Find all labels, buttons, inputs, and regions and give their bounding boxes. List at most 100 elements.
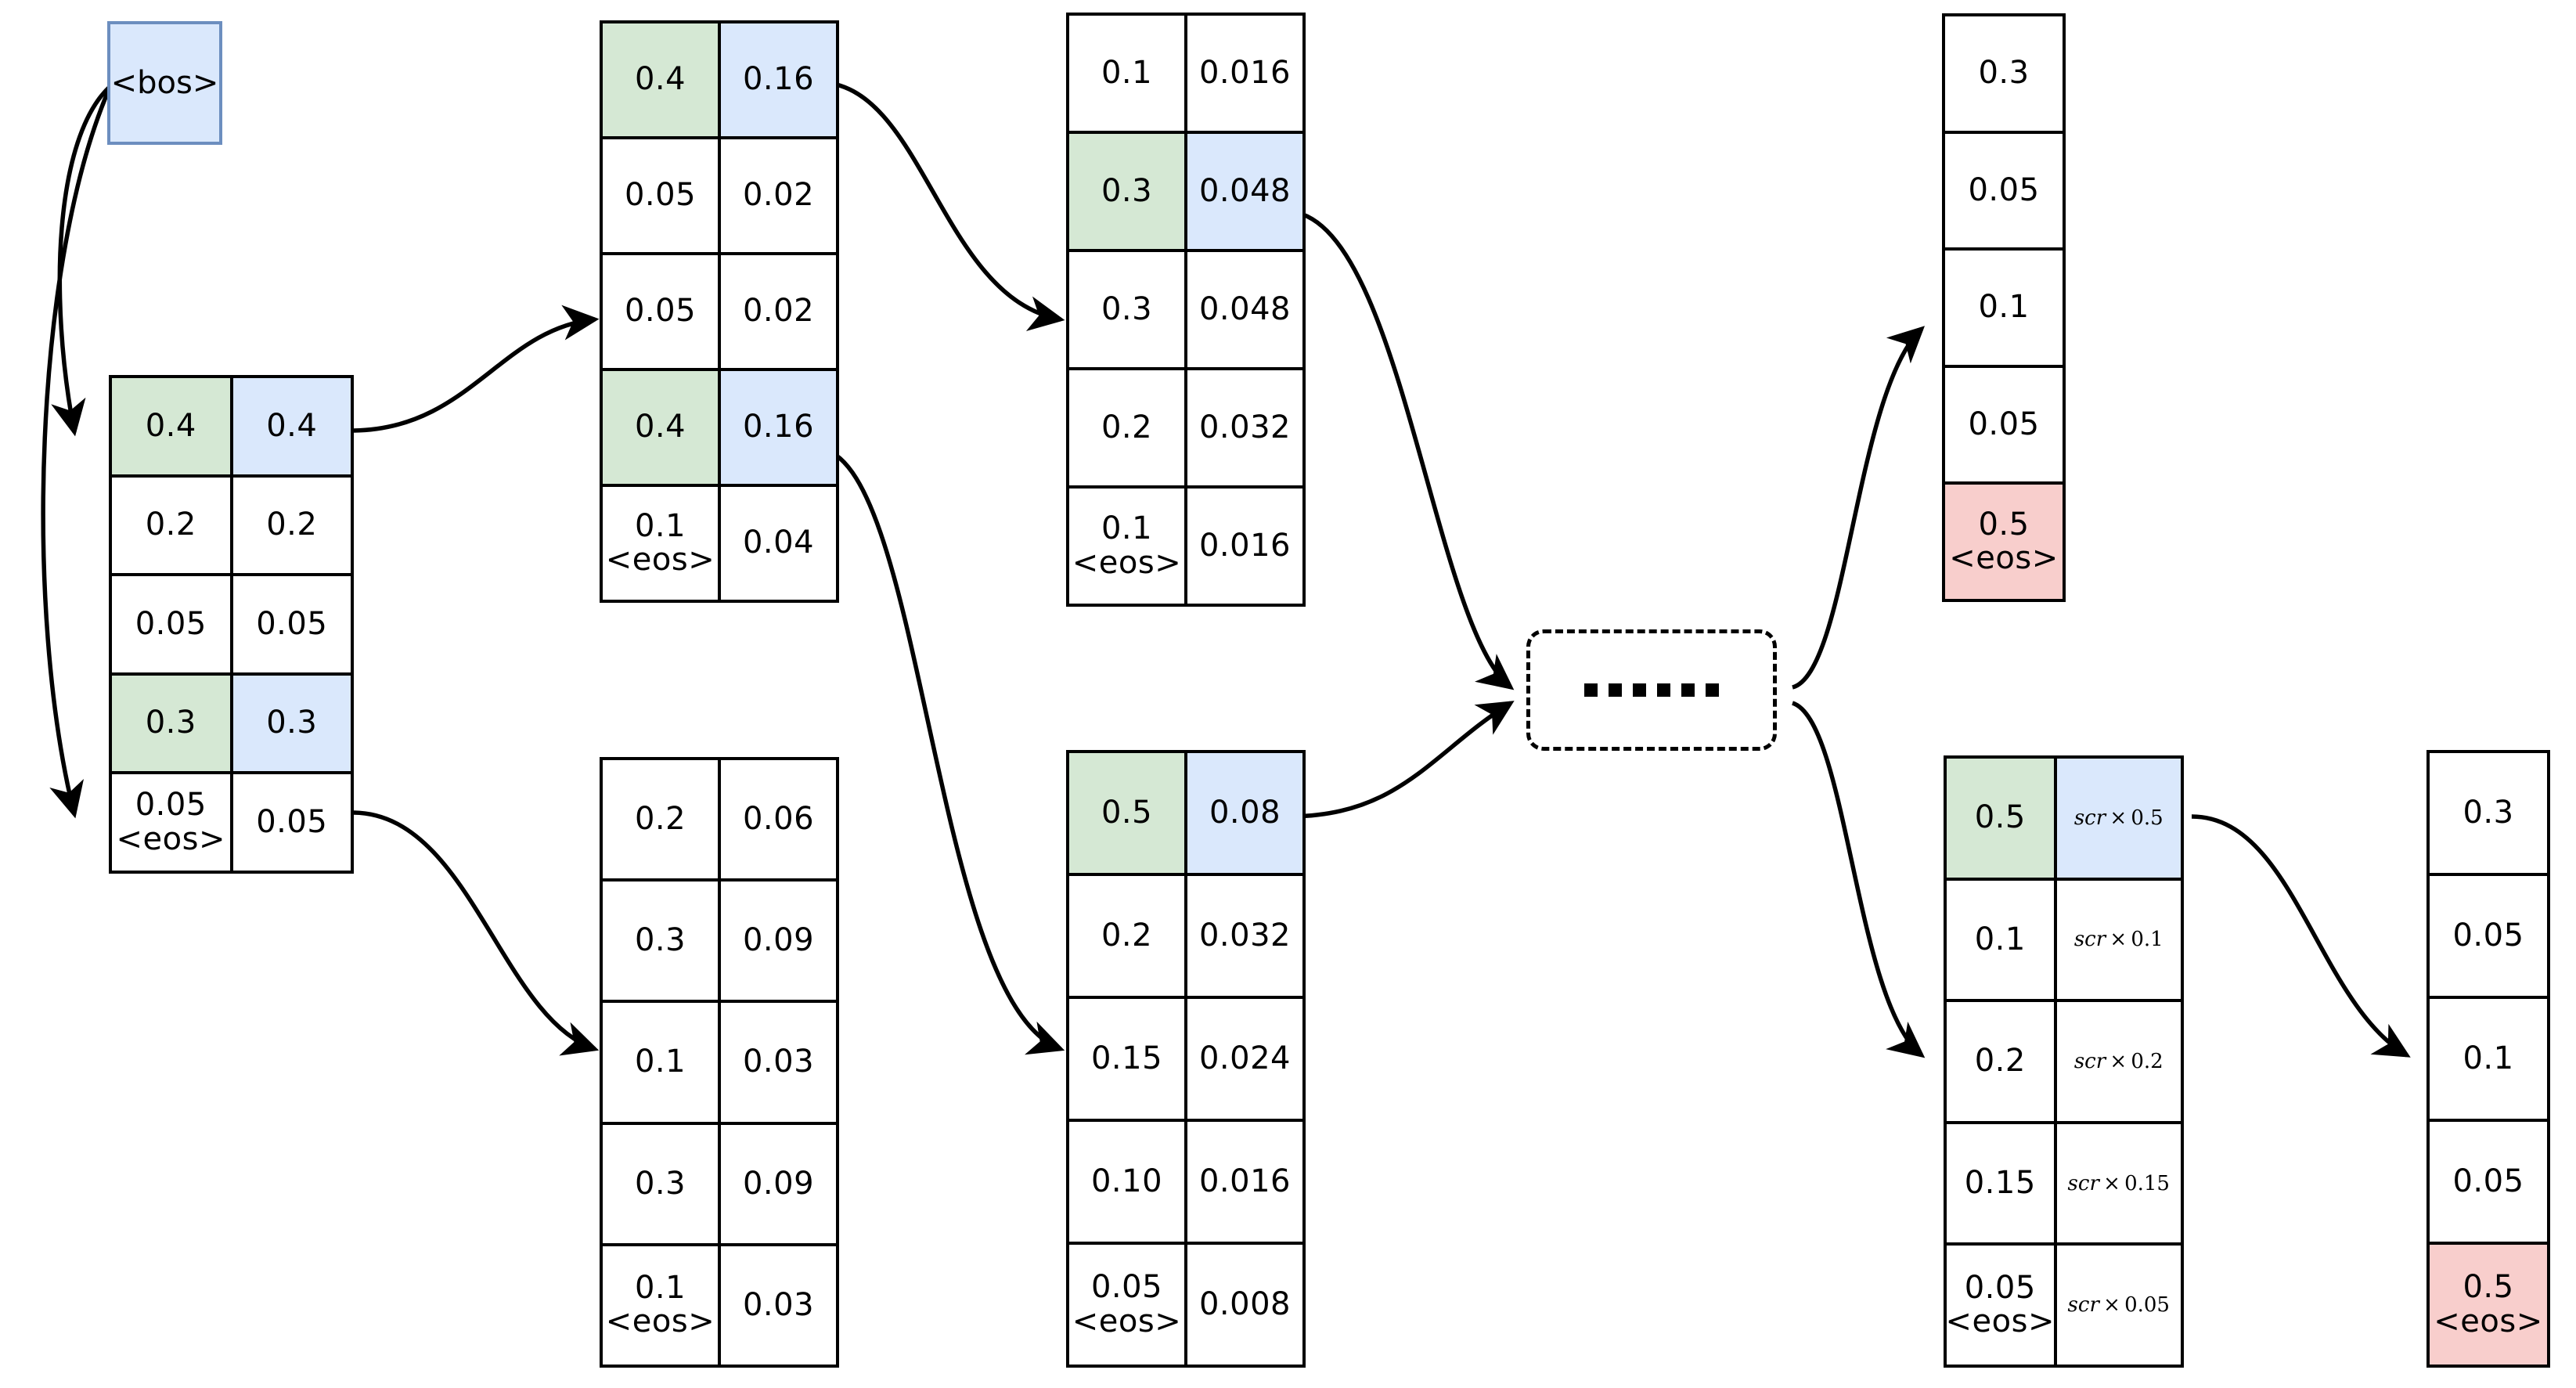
cell-probability[interactable]: 0.1 [2430,999,2547,1119]
table-row[interactable]: 0.05 [2430,876,2547,999]
cell-probability[interactable]: 0.1 [1945,251,2063,365]
cell-probability[interactable]: 0.3 [1945,16,2063,131]
cell-probability-eos[interactable]: 0.5<eos> [2430,1245,2547,1365]
cell-probability[interactable]: 0.4 [603,23,721,136]
table-row[interactable]: 0.1<eos>0.03 [603,1246,836,1365]
cell-score[interactable]: 0.03 [721,1003,836,1121]
cell-score[interactable]: 0.032 [1187,876,1302,996]
table-row[interactable]: 0.05 [1945,134,2063,251]
cell-scaled-score[interactable]: scr × 0.1 [2057,881,2181,1000]
cell-probability[interactable]: 0.05 [1945,134,2063,248]
cell-probability[interactable]: 0.4 [112,378,233,474]
cell-probability[interactable]: 0.1 [1947,880,2057,1000]
cell-probability-eos[interactable]: 0.05<eos> [1947,1246,2057,1365]
cell-probability[interactable]: 0.3 [1069,134,1187,249]
cell-score[interactable]: 0.008 [1187,1245,1302,1365]
cell-probability[interactable]: 0.05 [603,255,721,368]
table-row[interactable]: 0.3 [1945,16,2063,134]
cell-score[interactable]: 0.03 [721,1246,836,1365]
cell-probability[interactable]: 0.1 [1069,16,1187,131]
ellipsis-node[interactable] [1526,629,1777,751]
cell-probability[interactable]: 0.3 [603,1124,721,1243]
cell-score[interactable]: 0.16 [721,371,836,484]
cell-probability-eos[interactable]: 0.5<eos> [1945,485,2063,599]
cell-probability[interactable]: 0.05 [603,139,721,252]
table-row[interactable]: 0.05 [2430,1122,2547,1245]
table-row[interactable]: 0.05 [1945,368,2063,485]
cell-probability-eos[interactable]: 0.1<eos> [1069,489,1187,604]
cell-scaled-score[interactable]: scr × 0.2 [2057,1002,2181,1121]
table-row[interactable]: 0.05<eos>0.05 [112,774,351,871]
table-row[interactable]: 0.1<eos>0.016 [1069,489,1302,604]
cell-probability[interactable]: 0.5 [1069,753,1187,873]
cell-score[interactable]: 0.048 [1187,252,1302,367]
cell-probability[interactable]: 0.05 [2430,1122,2547,1242]
cell-probability-eos[interactable]: 0.1<eos> [603,1246,721,1365]
cell-scaled-score[interactable]: scr × 0.15 [2057,1124,2181,1243]
cell-probability[interactable]: 0.2 [112,477,233,574]
bos-node[interactable]: <bos> [107,21,222,145]
table-row[interactable]: 0.3 [2430,753,2547,876]
cell-score[interactable]: 0.06 [721,760,836,878]
cell-probability-eos[interactable]: 0.05<eos> [1069,1245,1187,1365]
cell-score[interactable]: 0.4 [232,378,351,474]
table-row[interactable]: 0.5<eos> [2430,1245,2547,1365]
table-row[interactable]: 0.05<eos>0.008 [1069,1245,1302,1365]
cell-score[interactable]: 0.08 [1187,753,1302,873]
cell-score[interactable]: 0.016 [1187,16,1302,131]
cell-probability[interactable]: 0.05 [112,576,233,672]
cell-score[interactable]: 0.02 [721,139,836,252]
cell-probability[interactable]: 0.2 [1947,1002,2057,1121]
cell-score[interactable]: 0.048 [1187,134,1302,249]
table-row[interactable]: 0.1 [2430,999,2547,1122]
table-row[interactable]: 0.05<eos>scr × 0.05 [1947,1246,2181,1365]
cell-score[interactable]: 0.05 [233,576,351,672]
cell-probability[interactable]: 0.3 [2430,753,2547,873]
cell-probability[interactable]: 0.1 [603,1003,721,1122]
cell-probability[interactable]: 0.05 [2430,876,2547,996]
cell-probability-eos[interactable]: 0.05<eos> [112,774,233,871]
cell-score[interactable]: 0.2 [233,478,351,574]
cell-probability[interactable]: 0.3 [1069,252,1187,367]
cell-score[interactable]: 0.02 [721,255,836,368]
cell-score[interactable]: 0.016 [1187,1122,1302,1242]
cell-scaled-score[interactable]: scr × 0.5 [2056,759,2181,878]
cell-score[interactable]: 0.16 [721,23,836,136]
cell-probability[interactable]: 0.15 [1069,999,1187,1119]
cell-scaled-score[interactable]: scr × 0.05 [2057,1246,2181,1365]
cell-score[interactable]: 0.024 [1187,999,1302,1119]
cell-score[interactable]: 0.032 [1187,370,1302,485]
table-row[interactable]: 0.5<eos> [1945,485,2063,599]
cell-probability[interactable]: 0.2 [603,760,721,879]
cell-probability[interactable]: 0.5 [1947,759,2057,878]
cell-probability-eos[interactable]: 0.1<eos> [603,487,721,600]
cell-score[interactable]: 0.09 [721,1125,836,1243]
cell-probability[interactable]: 0.3 [112,675,233,772]
cell-probability[interactable]: 0.05 [1945,368,2063,482]
